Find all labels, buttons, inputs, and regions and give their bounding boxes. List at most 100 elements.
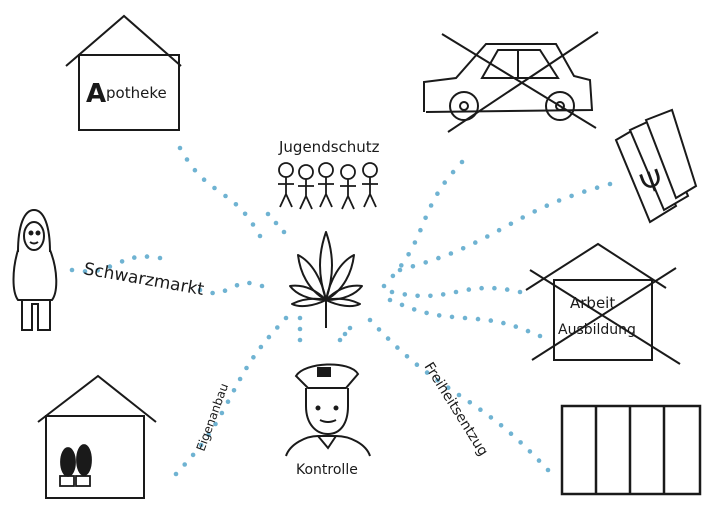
connector-dot bbox=[488, 318, 494, 323]
dotted-connectors bbox=[69, 145, 613, 477]
hooded-person-icon bbox=[12, 208, 58, 331]
connector-dot bbox=[69, 267, 75, 273]
connector-dot bbox=[157, 255, 163, 261]
children-icon bbox=[278, 162, 378, 210]
connector-dot bbox=[376, 327, 382, 332]
connector-dot bbox=[399, 263, 404, 268]
connector-dot bbox=[404, 354, 410, 359]
connector-dot bbox=[518, 440, 523, 445]
connector-dot bbox=[265, 211, 271, 217]
connector-dot bbox=[266, 334, 272, 340]
connector-dot bbox=[594, 185, 600, 190]
connector-dot bbox=[466, 287, 472, 292]
connector-dot bbox=[517, 289, 523, 295]
connector-dot bbox=[456, 392, 462, 398]
connector-dot bbox=[347, 325, 353, 331]
connector-dot bbox=[297, 337, 303, 343]
potted-plants-icon bbox=[59, 444, 92, 487]
house-icon bbox=[65, 14, 182, 67]
connector-dot bbox=[488, 415, 494, 420]
connector-dot bbox=[414, 362, 420, 368]
child-figure bbox=[278, 162, 294, 208]
connector-dot bbox=[411, 307, 417, 312]
connector-dot bbox=[498, 423, 504, 428]
connector-dot bbox=[212, 185, 217, 191]
connector-dot bbox=[467, 400, 473, 405]
connector-dot bbox=[107, 264, 113, 269]
connector-dot bbox=[442, 180, 448, 185]
connector-dot bbox=[545, 467, 551, 473]
connector-dot bbox=[95, 268, 100, 273]
connector-dot bbox=[192, 167, 198, 173]
connector-dot bbox=[197, 287, 203, 293]
connector-dot bbox=[177, 145, 183, 151]
child-figure bbox=[318, 162, 334, 208]
house-icon bbox=[37, 374, 157, 423]
connector-dot bbox=[390, 273, 396, 279]
connector-dot bbox=[397, 267, 403, 273]
connector-dot bbox=[281, 229, 287, 235]
connector-dot bbox=[527, 449, 533, 454]
connector-dot bbox=[450, 169, 456, 175]
eigenanbau-label: Eigenanbau bbox=[194, 381, 231, 453]
connector-dot bbox=[607, 181, 613, 187]
connector-dot bbox=[225, 399, 231, 405]
connector-dot bbox=[342, 331, 348, 337]
prison-bars-icon bbox=[560, 404, 702, 496]
connector-dot bbox=[242, 211, 248, 217]
connector-dot bbox=[402, 292, 408, 297]
connector-dot bbox=[479, 285, 484, 291]
connector-dot bbox=[385, 336, 391, 341]
connector-dot bbox=[504, 287, 510, 292]
connector-dot bbox=[435, 378, 440, 383]
connector-dot bbox=[213, 421, 218, 427]
connector-dot bbox=[250, 222, 256, 227]
connector-dot bbox=[508, 221, 514, 227]
connector-dot bbox=[496, 227, 502, 233]
connector-dot bbox=[273, 220, 279, 226]
connector-dot bbox=[556, 198, 562, 203]
connector-dot bbox=[445, 385, 451, 391]
connector-dot bbox=[247, 280, 252, 286]
connector-dot bbox=[283, 315, 289, 321]
pharmacy-house bbox=[65, 14, 182, 131]
connector-dot bbox=[219, 410, 225, 416]
connector-dot bbox=[501, 320, 506, 326]
connector-dot bbox=[415, 293, 420, 299]
connector-dot bbox=[132, 255, 137, 260]
connector-dot bbox=[399, 302, 405, 308]
connector-dot bbox=[144, 254, 150, 259]
connector-dot bbox=[424, 370, 430, 375]
connector-dot bbox=[485, 234, 490, 239]
connector-dot bbox=[233, 202, 239, 207]
connector-dot bbox=[513, 324, 519, 329]
connector-dot bbox=[244, 365, 249, 371]
police-officer-icon bbox=[285, 363, 371, 457]
connector-dot bbox=[201, 177, 207, 182]
connector-dot bbox=[231, 388, 237, 393]
connector-dot bbox=[389, 289, 395, 295]
connector-dot bbox=[275, 325, 280, 330]
connector-dot bbox=[532, 209, 537, 214]
cross-line bbox=[447, 31, 599, 133]
connector-dot bbox=[259, 283, 265, 289]
connector-dot bbox=[453, 289, 459, 295]
connector-dot bbox=[449, 314, 455, 320]
connector-dot bbox=[222, 288, 228, 294]
connector-dot bbox=[258, 344, 264, 350]
jugendschutz-label: Jugendschutz bbox=[278, 138, 380, 156]
child-figure bbox=[340, 164, 356, 210]
connector-dot bbox=[436, 313, 442, 318]
connector-dot bbox=[190, 452, 196, 458]
connector-dot bbox=[462, 315, 468, 321]
connector-dot bbox=[459, 159, 465, 165]
connector-dot bbox=[206, 432, 211, 438]
home-grow-house bbox=[37, 374, 157, 499]
connector-dot bbox=[569, 193, 574, 199]
connector-dot bbox=[119, 259, 125, 264]
connector-dot bbox=[251, 355, 256, 360]
apotheke-initial: A bbox=[86, 79, 106, 109]
connector-dot bbox=[210, 290, 215, 296]
car-icon bbox=[423, 31, 599, 133]
